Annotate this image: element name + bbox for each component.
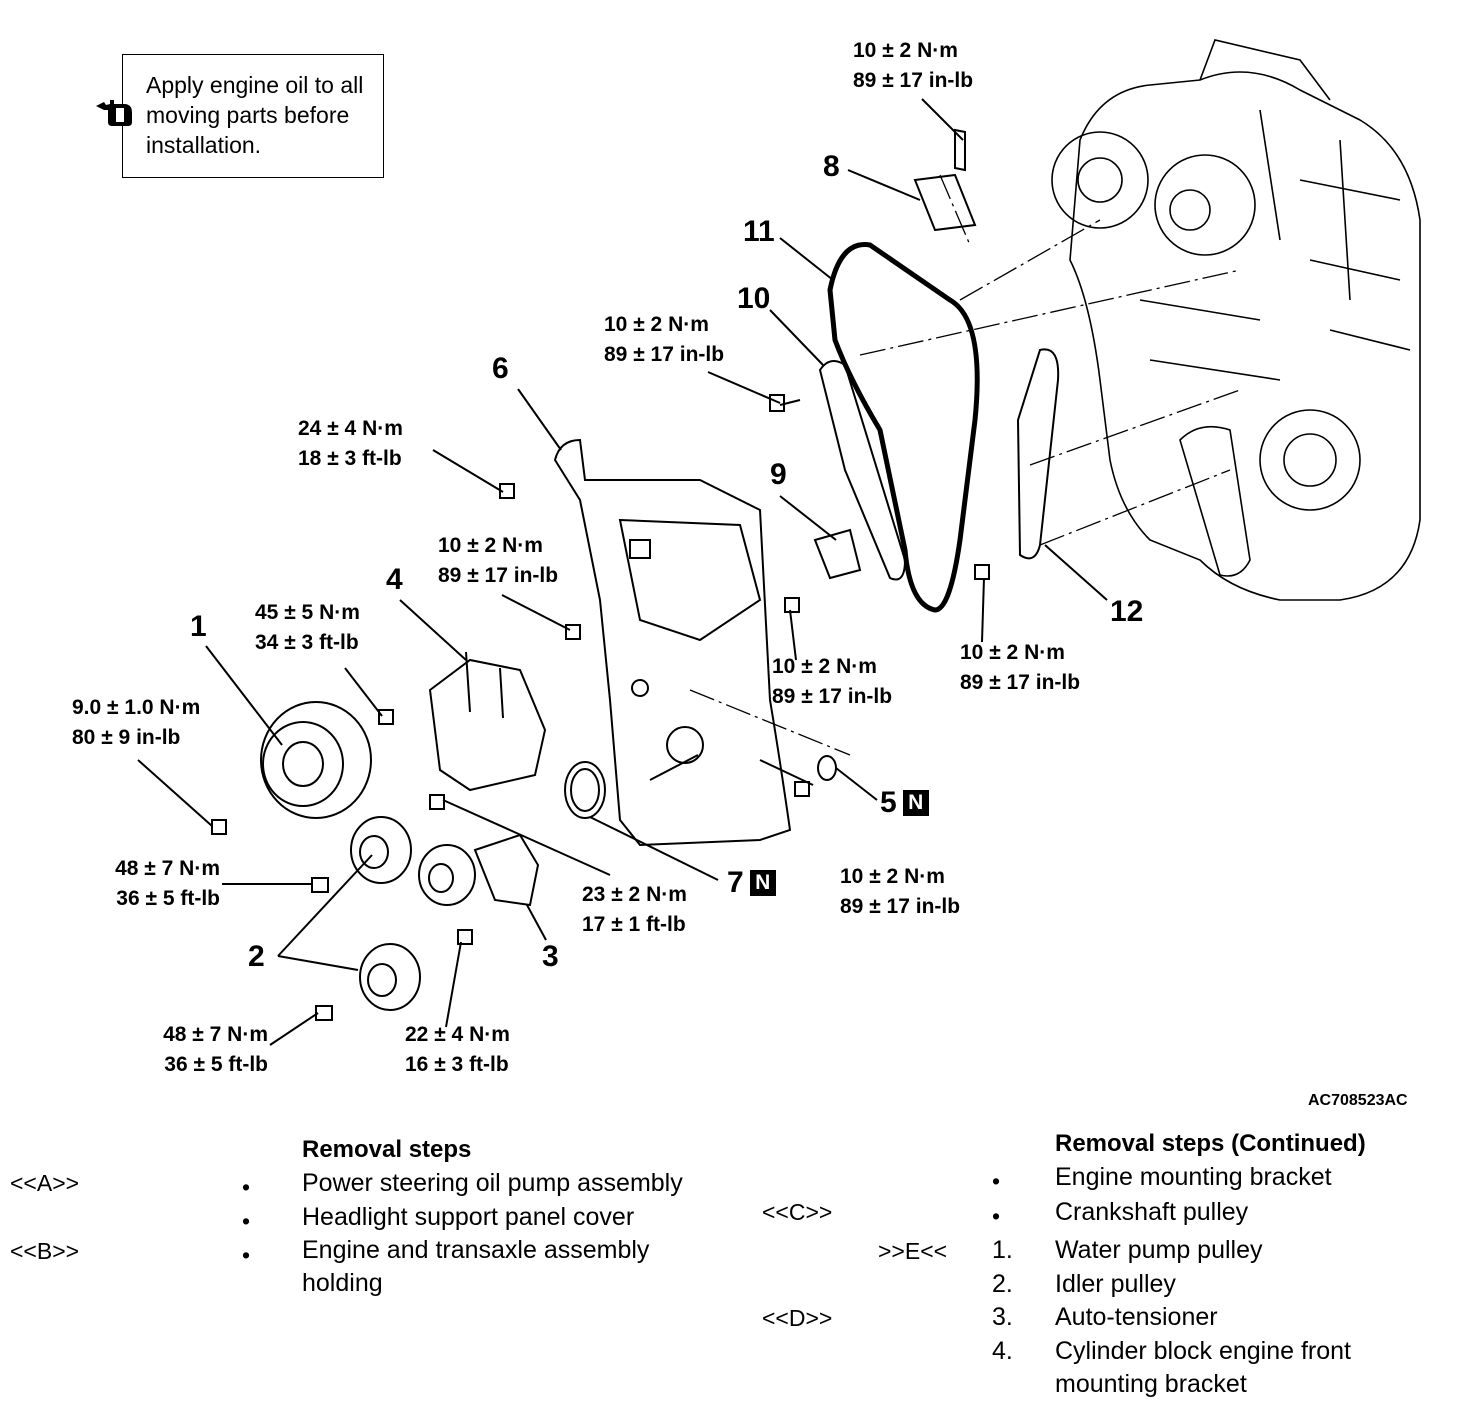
step-text: Power steering oil pump assembly [302, 1169, 683, 1197]
removal-steps-title: Removal steps [302, 1136, 472, 1163]
step-marker: 1. [992, 1236, 1013, 1264]
step-marker: • [242, 1242, 251, 1268]
leader-lines [137, 98, 1108, 1046]
step-text: Engine and transaxle assembly holding [302, 1236, 650, 1297]
callout-11: 11 [743, 215, 775, 248]
step-marker: • [242, 1208, 251, 1234]
oil-note-text: Apply engine oil to all moving parts bef… [146, 72, 364, 158]
step-text: Water pump pulley [1055, 1236, 1263, 1264]
callout-6: 6 [492, 352, 509, 385]
callout-3: 3 [542, 940, 559, 973]
callout-4: 4 [386, 563, 403, 596]
step-text: Crankshaft pulley [1055, 1198, 1249, 1226]
step-marker: 4. [992, 1337, 1013, 1365]
removal-steps-continued-title: Removal steps (Continued) [1055, 1130, 1366, 1157]
callout-2: 2 [248, 940, 265, 973]
callout-1: 1 [190, 610, 207, 643]
callout-8: 8 [823, 150, 840, 183]
engine-block [1051, 39, 1421, 601]
step-code: >>E<< [878, 1238, 948, 1264]
figure-code: AC708523AC [1308, 1092, 1408, 1109]
timing-chain-diagram [137, 39, 1421, 1046]
step-marker: 3. [992, 1303, 1013, 1331]
step-text: Idler pulley [1055, 1270, 1176, 1298]
oil-can-icon [96, 100, 132, 126]
step-code: <<D>> [762, 1305, 833, 1331]
step-text: Headlight support panel cover [302, 1203, 635, 1231]
step-marker: • [242, 1174, 251, 1200]
new-part-badge: N [902, 790, 929, 816]
step-marker: • [992, 1168, 1001, 1194]
step-code: <<C>> [762, 1199, 833, 1225]
callout-10: 10 [737, 282, 771, 315]
step-text: Cylinder block engine front mounting bra… [1055, 1337, 1351, 1398]
step-text: Engine mounting bracket [1055, 1163, 1332, 1191]
step-text: Auto-tensioner [1055, 1303, 1218, 1331]
callout-12: 12 [1110, 595, 1144, 628]
callout-9: 9 [770, 458, 787, 491]
step-code: <<B>> [10, 1238, 80, 1264]
step-marker: • [992, 1203, 1001, 1229]
step-code: <<A>> [10, 1170, 80, 1196]
new-part-badge: N [749, 870, 776, 896]
step-marker: 2. [992, 1270, 1013, 1298]
